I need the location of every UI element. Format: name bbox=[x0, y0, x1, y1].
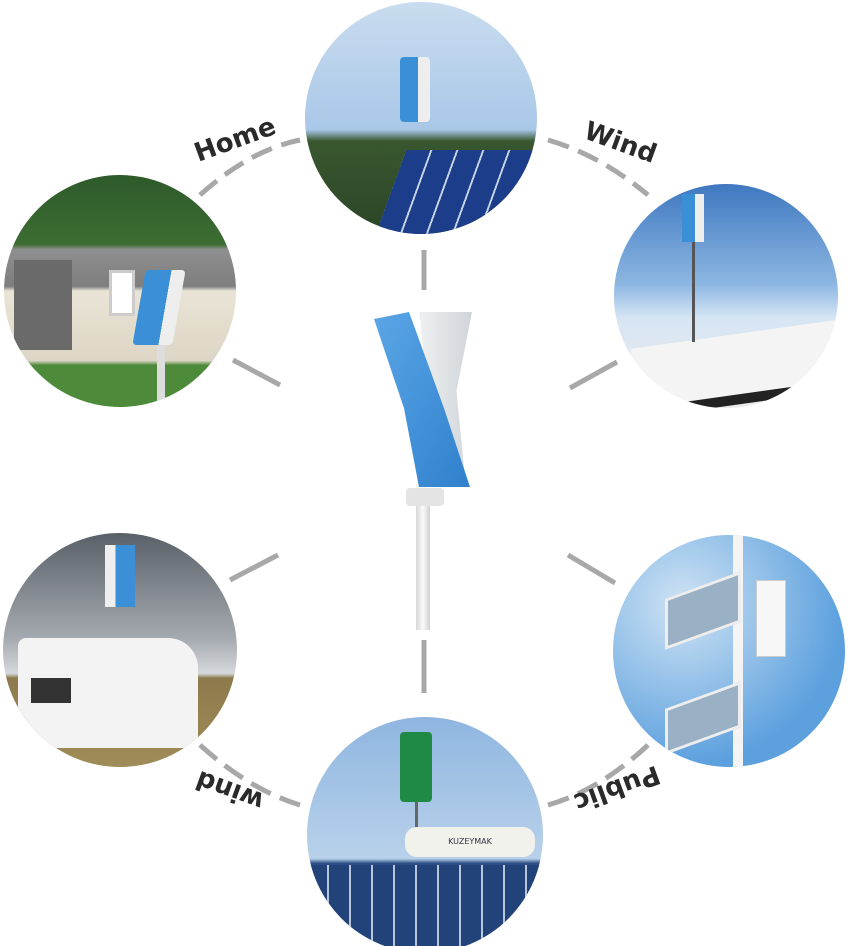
photo-solar-tank: KUZEYMAK bbox=[307, 717, 543, 946]
center-turbine bbox=[372, 310, 477, 640]
turbine-icon bbox=[105, 545, 135, 607]
turbine-icon bbox=[682, 194, 704, 242]
turbine-icon bbox=[756, 580, 786, 657]
photo-sailboat bbox=[614, 184, 838, 408]
photo-home bbox=[4, 175, 236, 407]
spoke-lower-right bbox=[566, 552, 617, 586]
photo-public-pole bbox=[613, 535, 845, 767]
dashed-arc-wind bbox=[547, 137, 650, 197]
dashed-arc-wind-bottom bbox=[198, 743, 301, 808]
turbine-icon bbox=[400, 57, 430, 122]
photo-van bbox=[3, 533, 237, 767]
turbine-icon bbox=[400, 732, 432, 802]
spoke-lower-left bbox=[228, 552, 280, 583]
spoke-upper-right bbox=[568, 359, 619, 391]
dashed-arc-public bbox=[547, 743, 650, 808]
tank-text: KUZEYMAK bbox=[405, 827, 535, 857]
turbine-icon bbox=[132, 270, 186, 345]
turbine-pole bbox=[416, 506, 430, 630]
spoke-upper-left bbox=[231, 357, 282, 388]
dashed-arc-home bbox=[198, 137, 301, 197]
photo-rooftop-solar bbox=[305, 2, 537, 234]
